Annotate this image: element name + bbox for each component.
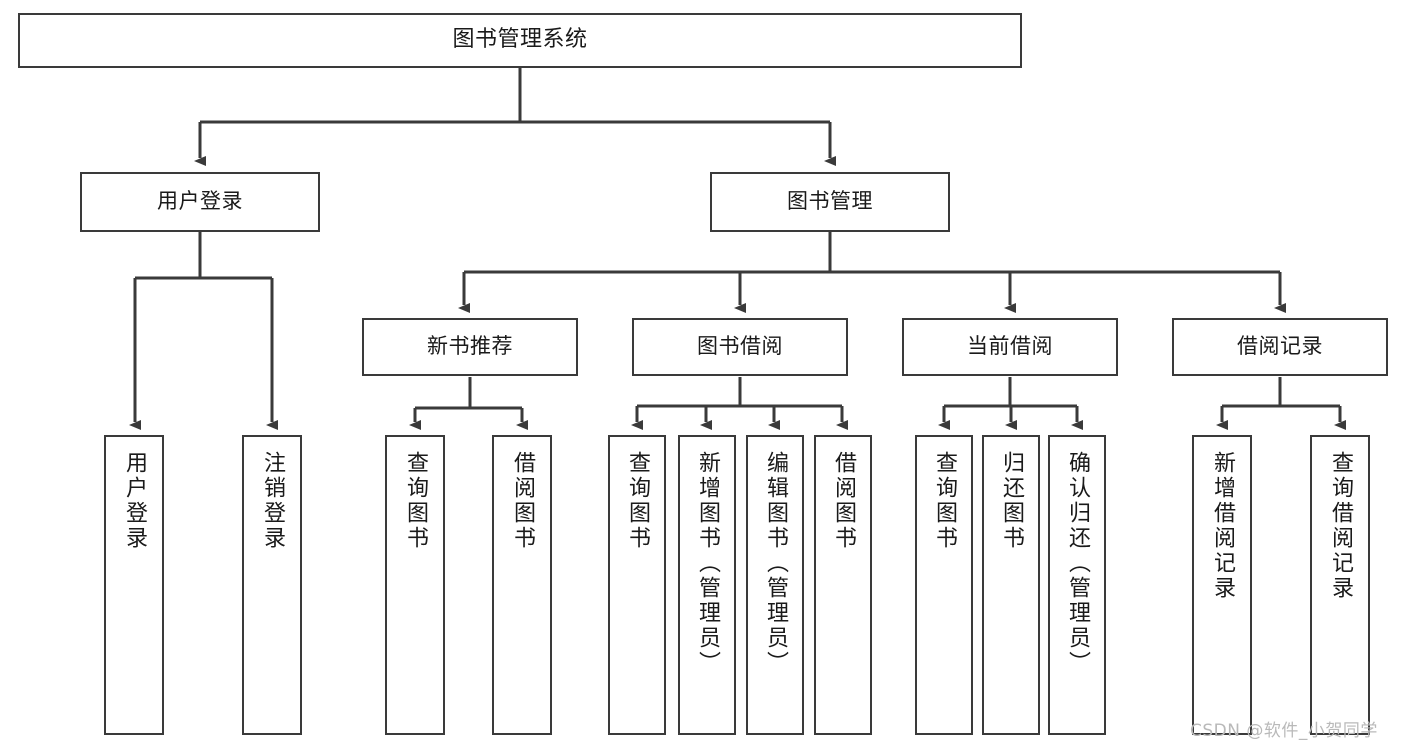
node-user-login[interactable]: 用户登录 [80, 172, 320, 232]
node-leaf-recommend-borrow-book[interactable]: 借阅图书 [492, 435, 552, 735]
node-leaf-borrow-add-book[interactable]: 新增图书（管理员） [678, 435, 736, 735]
node-leaf-current-confirm-return[interactable]: 确认归还（管理员） [1048, 435, 1106, 735]
node-book-management-label: 图书管理 [787, 189, 873, 214]
node-user-login-label: 用户登录 [157, 189, 243, 214]
node-leaf-current-return-book-label: 归还图书 [999, 451, 1024, 551]
node-leaf-user-login[interactable]: 用户登录 [104, 435, 164, 735]
node-leaf-user-login-label: 用户登录 [122, 451, 147, 551]
node-leaf-record-query[interactable]: 查询借阅记录 [1310, 435, 1370, 735]
node-leaf-recommend-query-book[interactable]: 查询图书 [385, 435, 445, 735]
node-leaf-record-add-label: 新增借阅记录 [1210, 451, 1235, 601]
node-book-borrow-label: 图书借阅 [697, 334, 783, 359]
node-leaf-borrow-borrow-book-label: 借阅图书 [831, 451, 856, 551]
node-root-system[interactable]: 图书管理系统 [18, 13, 1022, 68]
node-leaf-borrow-borrow-book[interactable]: 借阅图书 [814, 435, 872, 735]
node-leaf-record-query-label: 查询借阅记录 [1328, 451, 1353, 601]
node-leaf-borrow-edit-book[interactable]: 编辑图书（管理员） [746, 435, 804, 735]
node-borrow-record-label: 借阅记录 [1237, 334, 1323, 359]
node-leaf-user-logout[interactable]: 注销登录 [242, 435, 302, 735]
node-leaf-current-return-book[interactable]: 归还图书 [982, 435, 1040, 735]
node-leaf-record-add[interactable]: 新增借阅记录 [1192, 435, 1252, 735]
csdn-watermark: CSDN @软件_小贺同学 [1190, 716, 1378, 741]
node-leaf-recommend-query-book-label: 查询图书 [403, 451, 428, 551]
node-leaf-recommend-borrow-book-label: 借阅图书 [510, 451, 535, 551]
node-leaf-current-query-book-label: 查询图书 [932, 451, 957, 551]
node-leaf-borrow-query-book-label: 查询图书 [625, 451, 650, 551]
node-leaf-current-query-book[interactable]: 查询图书 [915, 435, 973, 735]
node-current-borrow[interactable]: 当前借阅 [902, 318, 1118, 376]
node-book-borrow[interactable]: 图书借阅 [632, 318, 848, 376]
node-current-borrow-label: 当前借阅 [967, 334, 1053, 359]
node-book-management[interactable]: 图书管理 [710, 172, 950, 232]
node-leaf-borrow-query-book[interactable]: 查询图书 [608, 435, 666, 735]
node-leaf-current-confirm-return-label: 确认归还（管理员） [1065, 451, 1090, 676]
node-leaf-borrow-edit-book-label: 编辑图书（管理员） [763, 451, 788, 676]
node-root-system-label: 图书管理系统 [452, 27, 588, 53]
node-borrow-record[interactable]: 借阅记录 [1172, 318, 1388, 376]
node-new-book-recommend-label: 新书推荐 [427, 334, 513, 359]
csdn-watermark-text: CSDN @软件_小贺同学 [1190, 721, 1378, 741]
node-leaf-user-logout-label: 注销登录 [260, 451, 285, 551]
node-leaf-borrow-add-book-label: 新增图书（管理员） [695, 451, 720, 676]
node-new-book-recommend[interactable]: 新书推荐 [362, 318, 578, 376]
